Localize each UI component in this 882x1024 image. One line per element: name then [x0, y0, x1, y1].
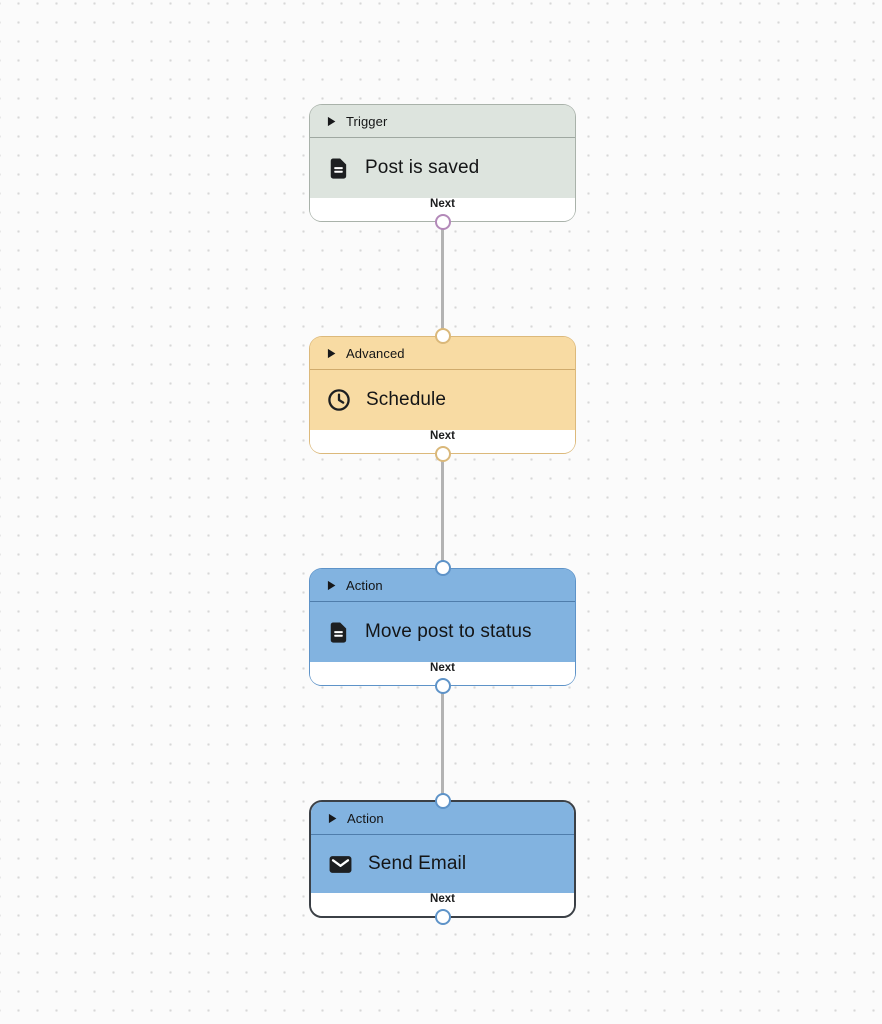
node-header[interactable]: Trigger [310, 105, 575, 138]
node-body: Move post to status [310, 602, 575, 662]
next-output-label: Next [430, 893, 455, 905]
node-title-label: Move post to status [365, 621, 532, 642]
node-action-move-post-to-status[interactable]: Action Move post to status Next [309, 560, 576, 694]
next-output-label: Next [430, 430, 455, 442]
document-icon [327, 621, 350, 644]
document-icon [327, 157, 350, 180]
connector-action1-to-action2[interactable] [441, 686, 444, 801]
node-category-label: Trigger [346, 113, 388, 129]
node-category-label: Action [347, 810, 384, 826]
port-input[interactable] [434, 560, 451, 576]
port-input[interactable] [434, 328, 451, 344]
clock-icon [327, 388, 351, 412]
port-next-output[interactable] [434, 214, 451, 230]
port-input[interactable] [434, 793, 451, 809]
play-triangle-icon [327, 116, 336, 127]
node-category-label: Advanced [346, 345, 405, 361]
play-triangle-icon [327, 580, 336, 591]
mail-icon [328, 852, 353, 877]
node-advanced-schedule[interactable]: Advanced Schedule Next [309, 328, 576, 462]
node-category-label: Action [346, 577, 383, 593]
port-next-output[interactable] [434, 446, 451, 462]
node-footer: Next [310, 662, 575, 685]
node-footer: Next [311, 893, 574, 916]
node-title-label: Schedule [366, 389, 447, 410]
node-trigger-post-is-saved[interactable]: Trigger Post is saved Next [309, 104, 576, 230]
node-body: Schedule [310, 370, 575, 430]
node-footer: Next [310, 430, 575, 453]
connector-trigger-to-advanced[interactable] [441, 222, 444, 337]
node-body: Post is saved [310, 138, 575, 198]
node-body: Send Email [311, 835, 574, 893]
connector-advanced-to-action1[interactable] [441, 454, 444, 569]
next-output-label: Next [430, 198, 455, 210]
node-footer: Next [310, 198, 575, 221]
play-triangle-icon [327, 348, 336, 359]
node-title-label: Post is saved [365, 157, 480, 178]
next-output-label: Next [430, 662, 455, 674]
play-triangle-icon [328, 813, 337, 824]
port-next-output[interactable] [434, 909, 451, 925]
node-title-label: Send Email [368, 853, 467, 874]
port-next-output[interactable] [434, 678, 451, 694]
node-action-send-email[interactable]: Action Send Email Next [309, 793, 576, 925]
